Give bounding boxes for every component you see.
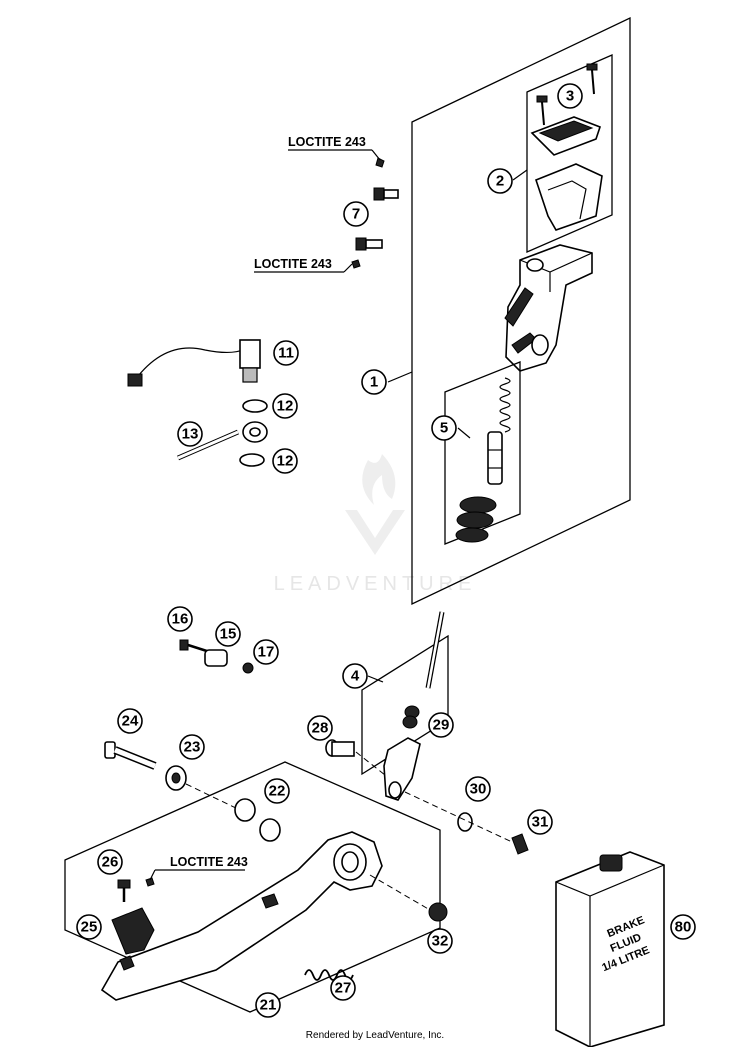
callout-12-lower: 12 <box>272 448 298 474</box>
callout-28: 28 <box>307 715 333 741</box>
svg-text:4: 4 <box>351 668 360 685</box>
washer-lower <box>239 453 265 467</box>
callout-22: 22 <box>264 778 290 804</box>
callout-26: 26 <box>97 849 123 875</box>
washer-upper <box>242 399 268 413</box>
callout-21: 21 <box>255 992 281 1018</box>
bolt-7-lower <box>351 237 383 269</box>
svg-text:25: 25 <box>81 919 98 936</box>
svg-text:1: 1 <box>370 374 378 391</box>
nut-17 <box>242 662 254 674</box>
callout-30: 30 <box>465 776 491 802</box>
callout-80: 80 <box>670 914 696 940</box>
brake-fluid-can: BRAKE FLUID 1/4 LITRE <box>555 851 665 1047</box>
piston-kit-panel <box>444 361 521 545</box>
bushing-22-b <box>259 818 281 842</box>
svg-text:31: 31 <box>532 814 549 831</box>
pin-28 <box>325 739 386 776</box>
svg-text:7: 7 <box>352 206 360 223</box>
callout-4: 4 <box>342 663 368 689</box>
callout-11: 11 <box>273 340 299 366</box>
clip-31 <box>511 833 529 855</box>
svg-text:24: 24 <box>122 713 139 730</box>
callout-29: 29 <box>428 712 454 738</box>
svg-text:11: 11 <box>278 345 294 362</box>
reservoir-cap-panel <box>526 54 613 253</box>
callout-27: 27 <box>330 975 356 1001</box>
svg-text:16: 16 <box>172 611 189 628</box>
step-plate-25 <box>111 907 155 955</box>
callout-23: 23 <box>179 734 205 760</box>
callout-17: 17 <box>253 639 279 665</box>
master-cylinder-panel <box>411 16 631 606</box>
nut-32 <box>428 902 448 922</box>
brake-hose <box>177 421 268 461</box>
callout-15: 15 <box>215 621 241 647</box>
brake-pedal <box>100 831 383 1001</box>
screw-16 <box>179 639 211 654</box>
callout-5: 5 <box>431 415 457 441</box>
callout-24: 24 <box>117 708 143 734</box>
callout-7: 7 <box>343 201 369 227</box>
svg-text:30: 30 <box>470 781 487 798</box>
svg-text:32: 32 <box>432 933 449 950</box>
callout-2: 2 <box>487 168 513 194</box>
svg-text:2: 2 <box>496 173 504 190</box>
screw-26 <box>117 877 155 902</box>
cap-screws <box>536 63 598 126</box>
svg-text:12: 12 <box>277 398 294 415</box>
svg-text:80: 80 <box>675 919 692 936</box>
svg-text:3: 3 <box>566 88 574 105</box>
callout-13: 13 <box>177 421 203 447</box>
brake-light-switch <box>127 339 261 387</box>
piston-kit <box>455 377 511 543</box>
pedal-panel <box>64 761 441 1013</box>
spring-27 <box>304 969 354 981</box>
svg-text:5: 5 <box>440 420 448 437</box>
bushing-22-a <box>234 798 256 822</box>
loctite-note: LOCTITE 243 <box>288 135 366 149</box>
callout-31: 31 <box>527 809 553 835</box>
svg-text:29: 29 <box>433 717 450 734</box>
push-rod <box>383 611 445 801</box>
bolt-7-upper <box>373 157 399 201</box>
callout-12-upper: 12 <box>272 393 298 419</box>
svg-text:15: 15 <box>220 626 237 643</box>
bolt-24 <box>104 741 157 770</box>
svg-text:22: 22 <box>269 783 286 800</box>
callout-25: 25 <box>76 914 102 940</box>
svg-text:27: 27 <box>335 980 352 997</box>
callout-3: 3 <box>557 83 583 109</box>
master-cylinder-body <box>504 244 593 372</box>
diaphragm <box>535 163 603 231</box>
callout-32: 32 <box>427 928 453 954</box>
svg-text:12: 12 <box>277 453 294 470</box>
footer-credit: Rendered by LeadVenture, Inc. <box>306 1030 444 1041</box>
watermark: LEADVENTURE <box>274 454 477 595</box>
svg-text:21: 21 <box>260 997 277 1014</box>
svg-text:26: 26 <box>102 854 119 871</box>
loctite-note: LOCTITE 243 <box>254 257 332 271</box>
watermark-text: LEADVENTURE <box>274 573 477 595</box>
svg-text:17: 17 <box>258 644 275 661</box>
washer-30 <box>457 812 473 832</box>
callout-1: 1 <box>361 369 387 395</box>
svg-text:23: 23 <box>184 739 201 756</box>
svg-text:28: 28 <box>312 720 329 737</box>
loctite-note: LOCTITE 243 <box>170 855 248 869</box>
bushing-15 <box>204 649 228 667</box>
svg-text:13: 13 <box>182 426 199 443</box>
callout-16: 16 <box>167 606 193 632</box>
